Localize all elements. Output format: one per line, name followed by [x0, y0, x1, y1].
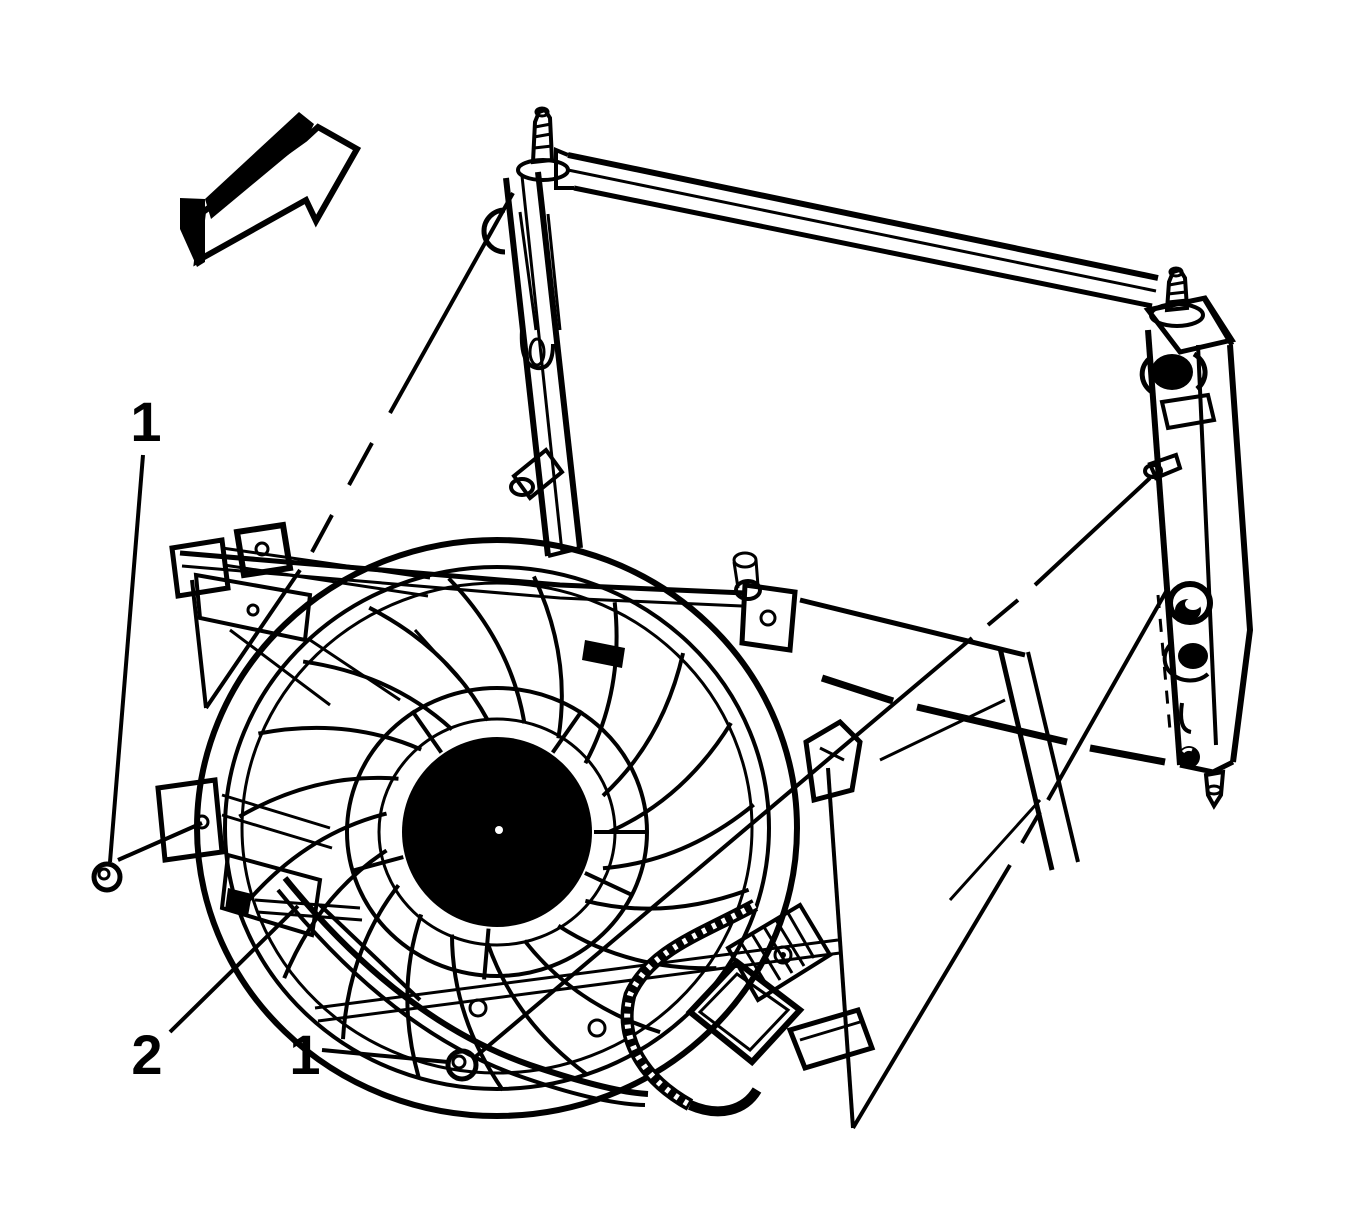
radiator-mount-pin-bottom — [1203, 769, 1226, 810]
callout-leaders — [91, 454, 1152, 1082]
bolt-lower-center — [445, 1048, 479, 1082]
shroud-upper-left-bracket — [169, 521, 462, 707]
callout-2-lower: 2 — [131, 1023, 163, 1086]
leader-line-1-lower — [321, 1048, 449, 1064]
shroud-right-bracket — [803, 718, 863, 804]
radiator-cap — [1139, 351, 1208, 395]
shroud-top-tab — [739, 582, 798, 653]
direction-arrow-icon — [180, 112, 362, 267]
radiator — [481, 106, 1254, 810]
radiator-stud — [1143, 452, 1183, 481]
leader-line-2 — [168, 904, 300, 1034]
fan-blades — [237, 574, 756, 1093]
callout-1-lower: 1 — [289, 1023, 321, 1086]
fan-motor-hub — [402, 737, 592, 927]
bolt-axis-lower — [472, 476, 1152, 1060]
shroud-lower-left-bracket — [155, 777, 422, 1002]
motor-mount-spokes — [352, 708, 645, 982]
callout-1-upper: 1 — [130, 390, 162, 453]
radiator-mount-pin-top-left — [516, 106, 570, 182]
bolt-axis-upper — [117, 821, 203, 862]
bolt-upper-left — [91, 861, 123, 893]
shroud-upper-mount-pin — [509, 447, 565, 501]
fan-motor-connector — [620, 899, 876, 1117]
shroud-upper-right-mount-pin — [732, 551, 762, 601]
radiator-tab — [1159, 392, 1217, 431]
hidden-projection-lines — [190, 192, 1169, 1130]
radiator-hose-fittings — [1162, 581, 1213, 768]
radiator-mount-pin-top-right — [1143, 266, 1237, 355]
leader-line-1-upper — [108, 454, 145, 863]
cooling-fan-assembly — [155, 521, 1080, 1119]
